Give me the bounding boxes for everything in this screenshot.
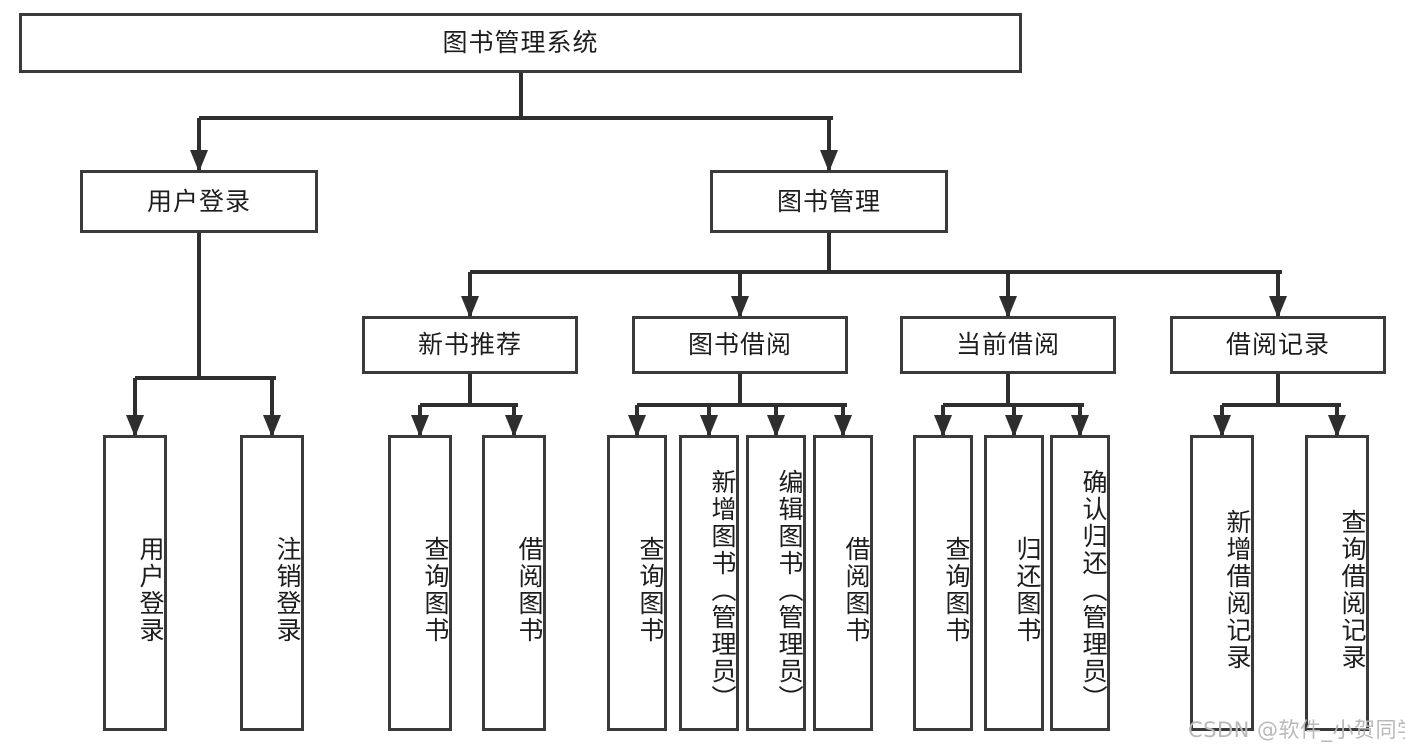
connector-line	[135, 376, 276, 380]
arrow-head-icon	[1071, 415, 1089, 437]
connector-line	[637, 403, 847, 407]
connector-line	[827, 118, 831, 170]
node-label: 借阅图书	[842, 536, 871, 644]
connector-line	[1006, 374, 1010, 405]
connector-line	[827, 233, 831, 272]
arrow-head-icon	[731, 296, 749, 318]
connector-line	[468, 272, 472, 316]
node-label: 归还图书	[1013, 536, 1042, 644]
arrow-head-icon	[1328, 415, 1346, 437]
node-user-login[interactable]: 用户登录	[80, 170, 318, 233]
node-current-borrow[interactable]: 当前借阅	[900, 316, 1116, 374]
node-label: 当前借阅	[955, 330, 1060, 360]
connector-line	[470, 270, 1282, 274]
node-label: 查询图书	[942, 536, 971, 644]
arrow-head-icon	[1269, 296, 1287, 318]
node-borrow-record[interactable]: 借阅记录	[1170, 316, 1386, 374]
node-label: 图书借阅	[687, 330, 792, 360]
node-leaf-query-book-2[interactable]: 查询图书	[607, 435, 667, 731]
node-new-book-recommendation[interactable]: 新书推荐	[362, 316, 578, 374]
node-label: 确认归还（管理员）	[1079, 468, 1108, 712]
node-label: 查询图书	[636, 536, 665, 644]
node-leaf-user-login[interactable]: 用户登录	[103, 435, 167, 731]
connector-line	[199, 116, 833, 120]
connector-line	[270, 378, 274, 435]
node-label: 图书管理	[776, 186, 881, 216]
node-leaf-add-record[interactable]: 新增借阅记录	[1190, 435, 1254, 731]
connector-line	[738, 374, 742, 405]
node-leaf-add-book[interactable]: 新增图书（管理员）	[679, 435, 739, 731]
node-label: 查询借阅记录	[1338, 509, 1367, 671]
arrow-head-icon	[263, 415, 281, 437]
arrow-head-icon	[628, 415, 646, 437]
node-leaf-confirm-return[interactable]: 确认归还（管理员）	[1050, 435, 1110, 731]
node-label: 新增借阅记录	[1223, 509, 1252, 671]
connector-line	[1222, 403, 1341, 407]
node-leaf-edit-book[interactable]: 编辑图书（管理员）	[746, 435, 806, 731]
arrow-head-icon	[411, 415, 429, 437]
arrow-head-icon	[834, 415, 852, 437]
node-book-manage[interactable]: 图书管理	[710, 170, 948, 233]
node-label: 借阅记录	[1225, 330, 1330, 360]
connector-line	[738, 272, 742, 316]
arrow-head-icon	[1213, 415, 1231, 437]
arrow-head-icon	[999, 296, 1017, 318]
node-label: 新书推荐	[417, 330, 522, 360]
connector-line	[197, 233, 201, 378]
node-label: 新增图书（管理员）	[708, 468, 737, 712]
arrow-head-icon	[820, 150, 838, 172]
csdn-watermark: CSDN @软件_小贺同学	[1188, 718, 1405, 742]
node-leaf-query-record[interactable]: 查询借阅记录	[1305, 435, 1369, 731]
node-label: 查询图书	[421, 536, 450, 644]
node-label: 借阅图书	[515, 536, 544, 644]
node-leaf-query-book-3[interactable]: 查询图书	[913, 435, 973, 731]
node-leaf-borrow-book-2[interactable]: 借阅图书	[813, 435, 873, 731]
node-root-system[interactable]: 图书管理系统	[19, 13, 1022, 73]
connector-line	[468, 374, 472, 405]
connector-line	[197, 118, 201, 170]
arrow-head-icon	[126, 415, 144, 437]
node-label: 注销登录	[273, 536, 302, 644]
node-leaf-return-book[interactable]: 归还图书	[984, 435, 1044, 731]
arrow-head-icon	[934, 415, 952, 437]
arrow-head-icon	[700, 415, 718, 437]
arrow-head-icon	[505, 415, 523, 437]
connector-line	[420, 403, 518, 407]
connector-line	[1276, 272, 1280, 316]
node-label: 用户登录	[136, 536, 165, 644]
arrow-head-icon	[767, 415, 785, 437]
arrow-head-icon	[1005, 415, 1023, 437]
connector-line	[1276, 374, 1280, 405]
node-label: 用户登录	[146, 186, 251, 216]
connector-line	[1006, 272, 1010, 316]
node-label: 图书管理系统	[442, 28, 599, 58]
arrow-head-icon	[461, 296, 479, 318]
connector-line	[133, 378, 137, 435]
connector-line	[518, 73, 523, 118]
node-label: 编辑图书（管理员）	[775, 468, 804, 712]
arrow-head-icon	[190, 150, 208, 172]
node-book-borrow[interactable]: 图书借阅	[632, 316, 848, 374]
node-leaf-borrow-book-1[interactable]: 借阅图书	[482, 435, 546, 731]
node-leaf-query-book-1[interactable]: 查询图书	[388, 435, 452, 731]
node-leaf-logout[interactable]: 注销登录	[240, 435, 304, 731]
